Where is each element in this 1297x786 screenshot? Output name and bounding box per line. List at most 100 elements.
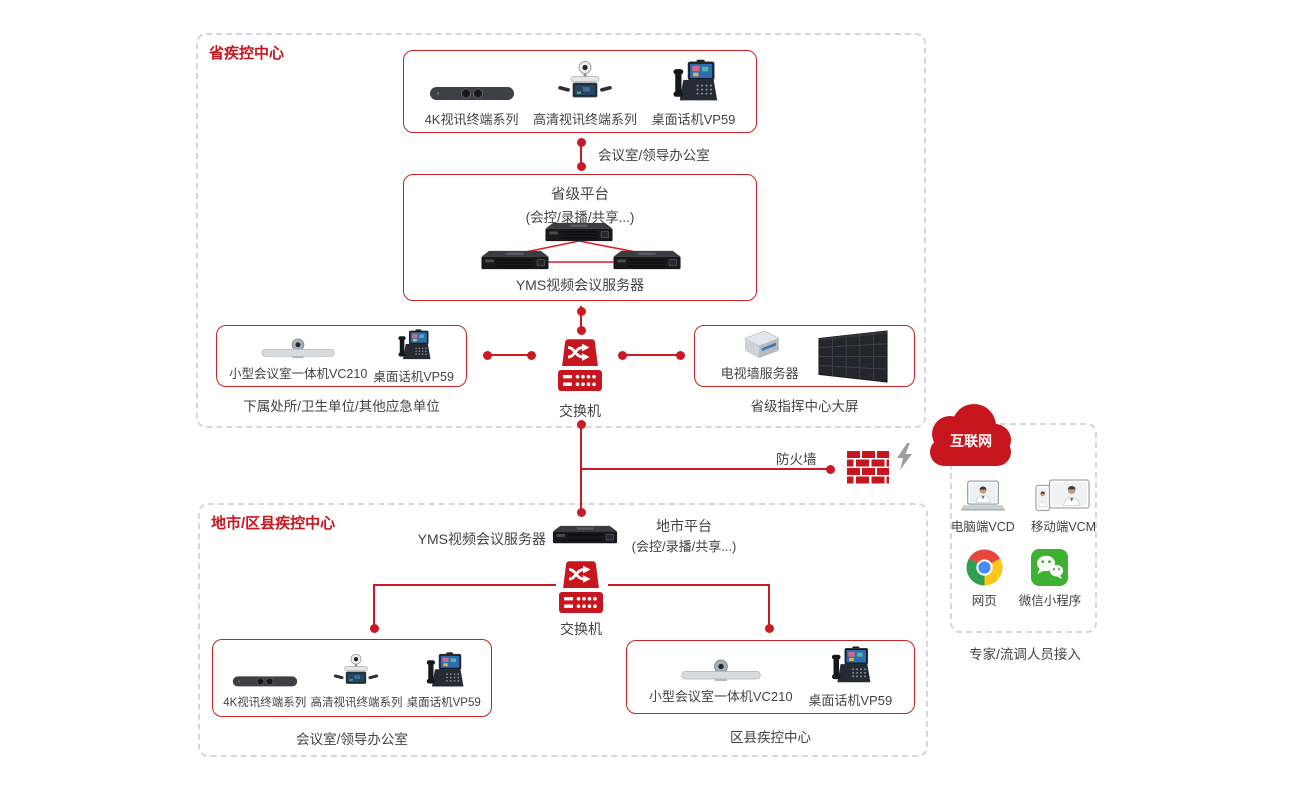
connector-dot [576,162,586,171]
access-row: 网页 微信小程序 [950,548,1097,609]
access-item: 电脑端VCD [951,472,1015,535]
device-label: 桌面话机VP59 [808,693,893,708]
hd-terminal-icon [332,647,380,691]
device-label: 桌面话机VP59 [651,111,736,127]
firewall-label: 防火墙 [776,452,817,467]
connector-line [373,584,375,630]
access-label: 移动端VCM [1030,520,1097,534]
access-item: 微信小程序 [1018,548,1082,609]
yms-server-icon [544,221,614,249]
connector-line [580,140,582,168]
vp59-phone-icon [423,647,465,691]
province-section-title: 省疾控中心 [209,45,285,62]
yms-server-icon [552,524,618,551]
network-switch-icon [556,338,604,401]
connector-line [487,354,532,356]
vp59-phone-icon [669,56,719,106]
switch-label: 交换机 [559,403,601,419]
internet-access-box [950,423,1097,633]
connector-dot [576,138,586,147]
device-item: 高清视讯终端系列 [310,647,402,710]
vc210-camera-icon [259,330,337,360]
device-label: 桌面话机VP59 [406,696,481,709]
platform-title: 省级平台 [551,187,609,203]
city-platform-subtitle: (会控/录播/共享...) [631,539,737,554]
province-left-box: 小型会议室一体机VC210 桌面话机VP59 [216,325,467,387]
lightning-icon [895,443,915,476]
device-item: 高清视讯终端系列 [533,56,637,128]
yms-server-icon [612,249,682,277]
access-row: 电脑端VCD 移动端VCM [950,472,1097,535]
connector-dot [576,508,586,517]
device-label: 4K视讯终端系列 [223,696,307,709]
chrome-browser-icon [966,548,1003,586]
province-platform-box: 省级平台 (会控/录播/共享...) YMS视频会议服务器 [403,174,757,301]
province-right-caption: 省级指挥中心大屏 [750,399,859,414]
access-label: 网页 [971,594,997,608]
vp59-phone-icon [395,327,432,363]
connector-dot [676,350,685,360]
internet-cloud-label: 互联网 [950,433,992,449]
access-item: 网页 [966,548,1003,609]
city-right-caption: 区县疾控中心 [730,730,811,745]
connector-line [580,306,582,333]
city-left-caption: 会议室/领导办公室 [296,732,408,747]
device-label: 桌面话机VP59 [373,370,454,384]
device-label: 高清视讯终端系列 [533,111,638,127]
tvwall-server-icon [739,330,781,360]
videowall-icon [818,329,888,383]
wechat-miniprogram-icon [1031,548,1069,586]
device-label: 小型会议室一体机VC210 [229,367,368,381]
connector-dot [576,307,586,316]
vc210-camera-icon [679,649,763,683]
connector-dot [764,624,774,633]
videobar-4k-icon [429,56,515,106]
mobile-vcm-icon [1035,472,1091,512]
connector-line [768,584,770,630]
firewall-line [581,468,832,470]
connector-line [374,584,556,586]
connector-dot [618,350,627,360]
switch-label: 交换机 [560,621,602,637]
city-right-box: 小型会议室一体机VC210 桌面话机VP59 [626,640,915,714]
device-label: 电视墙服务器 [720,366,799,381]
connector-dot [576,326,586,335]
city-platform-title: 地市平台 [656,518,712,534]
device-item: 桌面话机VP59 [407,647,481,710]
province-left-caption: 下属处所/卫生单位/其他应急单位 [243,399,440,414]
province-terminals-box: 4K视讯终端系列 高清视讯终端系列 桌面话机VP59 [403,50,757,133]
city-section-box [198,503,928,757]
connector-dot [527,350,536,360]
yms-server-icon [480,249,550,277]
connector-dot [483,350,492,360]
device-item [818,329,888,383]
access-item: 移动端VCM [1031,472,1096,535]
province-section-box [196,33,926,428]
device-item: 小型会议室一体机VC210 [229,330,367,382]
city-left-box: 4K视讯终端系列 高清视讯终端系列 桌面话机VP59 [212,639,492,717]
connector-dot [576,420,586,429]
device-item: 4K视讯终端系列 [424,56,519,128]
connector-line [623,354,681,356]
hd-terminal-icon [556,56,614,106]
device-label: 小型会议室一体机VC210 [648,689,793,704]
device-label: 高清视讯终端系列 [310,696,403,709]
connector-dot [369,624,379,633]
device-item: 桌面话机VP59 [808,645,892,709]
room-link-label: 会议室/领导办公室 [598,148,710,163]
device-label: 4K视讯终端系列 [424,111,519,127]
device-item: 桌面话机VP59 [651,56,736,128]
vp59-phone-icon [828,645,872,687]
yms-servers-label: YMS视频会议服务器 [515,277,645,293]
device-item: 小型会议室一体机VC210 [649,649,793,705]
connector-line [608,584,770,586]
device-item: 4K视讯终端系列 [223,647,306,710]
province-right-box: 电视墙服务器 [694,325,915,387]
connector-dot [826,464,835,474]
access-label: 微信小程序 [1018,594,1082,608]
device-item: 电视墙服务器 [721,330,799,382]
platform-subtitle: (会控/录播/共享...) [525,210,635,225]
city-yms-label: YMS视频会议服务器 [417,531,546,547]
city-section-title: 地市/区县疾控中心 [211,515,336,532]
